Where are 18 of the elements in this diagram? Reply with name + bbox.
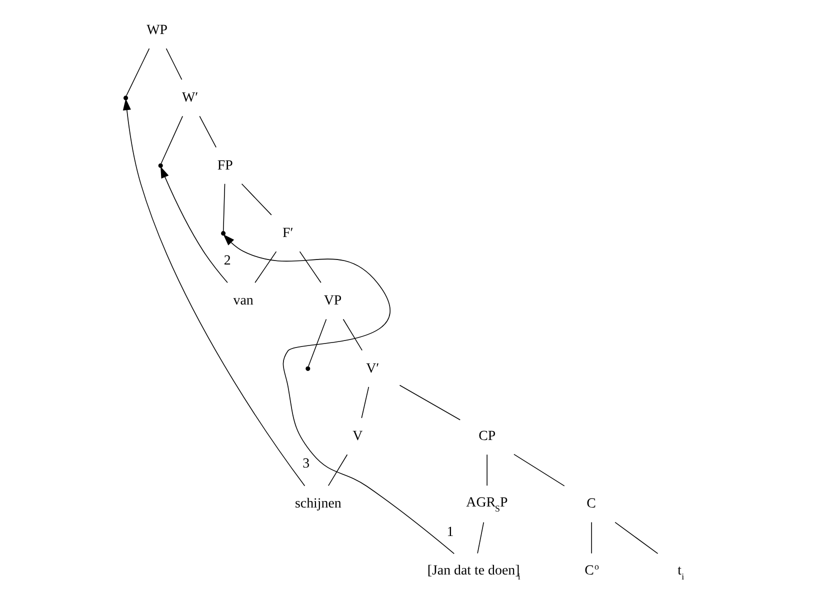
node-text: V bbox=[352, 429, 362, 444]
node-text: WP bbox=[146, 22, 168, 38]
node-text: van bbox=[232, 294, 253, 309]
edge-label: 3 bbox=[302, 456, 310, 472]
node-text: C bbox=[586, 496, 596, 512]
edge-label: 2 bbox=[223, 253, 230, 268]
node-text: [Jan dat te doen]$_{i}$ bbox=[426, 563, 520, 582]
node-text: V′ bbox=[366, 361, 379, 376]
node-text: VP bbox=[323, 294, 342, 309]
node-text: schijnen bbox=[294, 496, 341, 512]
node-text: AGR$_{S}$P bbox=[466, 496, 508, 514]
node-text: t$_{i}$ bbox=[677, 563, 684, 582]
node-text: FP bbox=[216, 158, 232, 174]
node-text: F′ bbox=[282, 226, 293, 242]
node-text: W′ bbox=[182, 90, 198, 106]
node-text: C$^{o}$ bbox=[584, 561, 599, 578]
edge-label: 1 bbox=[446, 524, 454, 540]
node-text: CP bbox=[478, 429, 496, 444]
